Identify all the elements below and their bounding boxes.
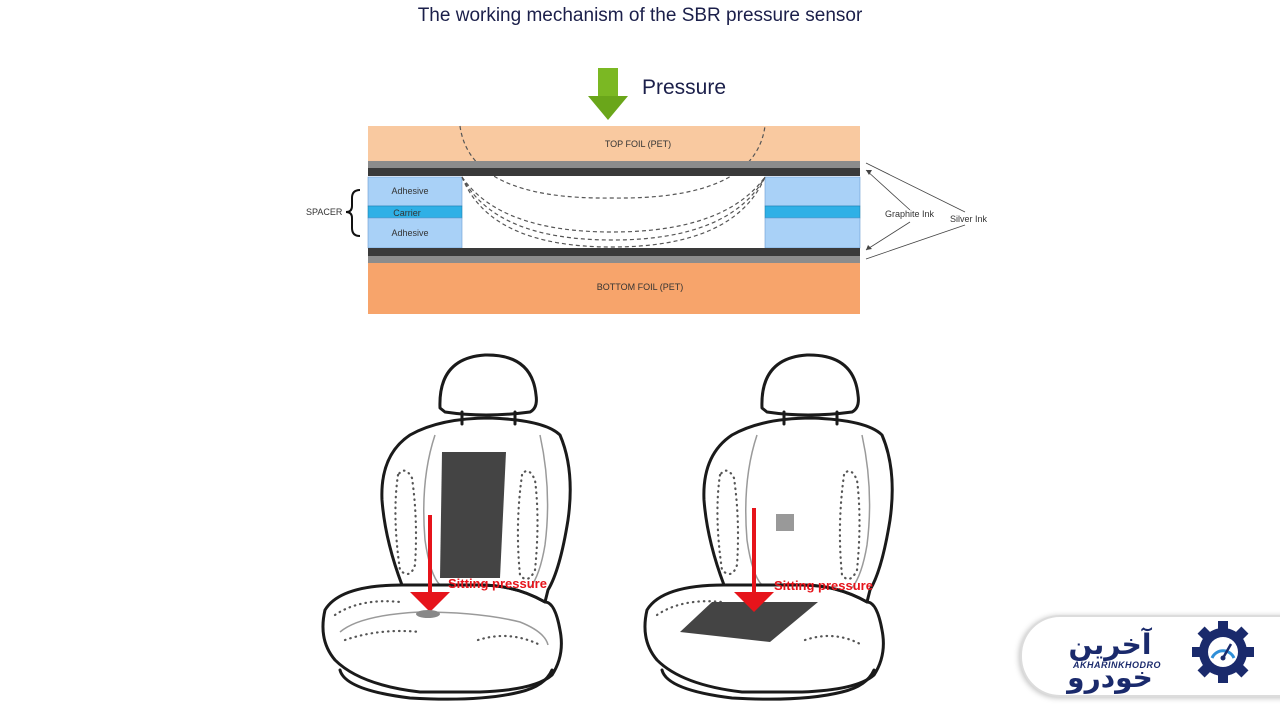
right-seat-illustration <box>643 353 894 701</box>
sensor-cross-section-diagram: TOP FOIL (PET) Adhesive Carrier Adhesive… <box>306 68 988 314</box>
bottom-foil-layer <box>368 263 860 314</box>
left-sensor-pad <box>440 452 506 578</box>
adhesive-bottom-label: Adhesive <box>391 228 428 238</box>
brand-logo-persian: آخرین خودرو <box>1067 628 1153 694</box>
carrier-right <box>764 205 861 219</box>
spacer-brace-icon <box>345 189 361 237</box>
adhesive-bottom-left <box>367 217 463 249</box>
top-graphite-ink <box>368 168 860 176</box>
right-sensor-pad <box>680 602 818 642</box>
graphite-ink-label: Graphite Ink <box>885 209 935 219</box>
brand-logo-english: AKHARINKHODRO <box>1073 660 1161 670</box>
adhesive-top-left <box>367 176 463 207</box>
silver-ink-label: Silver Ink <box>950 214 988 224</box>
top-foil-layer <box>368 126 860 161</box>
adhesive-bottom-right <box>764 217 861 249</box>
spacer-label: SPACER <box>306 207 343 217</box>
left-seat-illustration <box>321 353 572 701</box>
pressure-arrow-icon <box>588 68 628 120</box>
right-small-sensor <box>776 514 794 531</box>
left-sitting-pressure-label: Sitting pressure <box>448 576 547 591</box>
top-foil-label: TOP FOIL (PET) <box>605 139 671 149</box>
page-title: The working mechanism of the SBR pressur… <box>417 5 863 26</box>
right-sitting-pressure-label: Sitting pressure <box>774 578 873 593</box>
bottom-foil-label: BOTTOM FOIL (PET) <box>597 282 684 292</box>
bottom-silver-ink <box>368 256 860 263</box>
top-silver-ink <box>368 161 860 168</box>
pressure-label: Pressure <box>642 76 727 99</box>
seat-illustrations: Sitting pressure Sitting pressure <box>321 353 894 701</box>
adhesive-top-right <box>764 176 861 207</box>
gear-speedometer-icon <box>1192 621 1254 683</box>
carrier-label: Carrier <box>393 208 421 218</box>
adhesive-top-label: Adhesive <box>391 186 428 196</box>
bottom-graphite-ink <box>368 248 860 256</box>
